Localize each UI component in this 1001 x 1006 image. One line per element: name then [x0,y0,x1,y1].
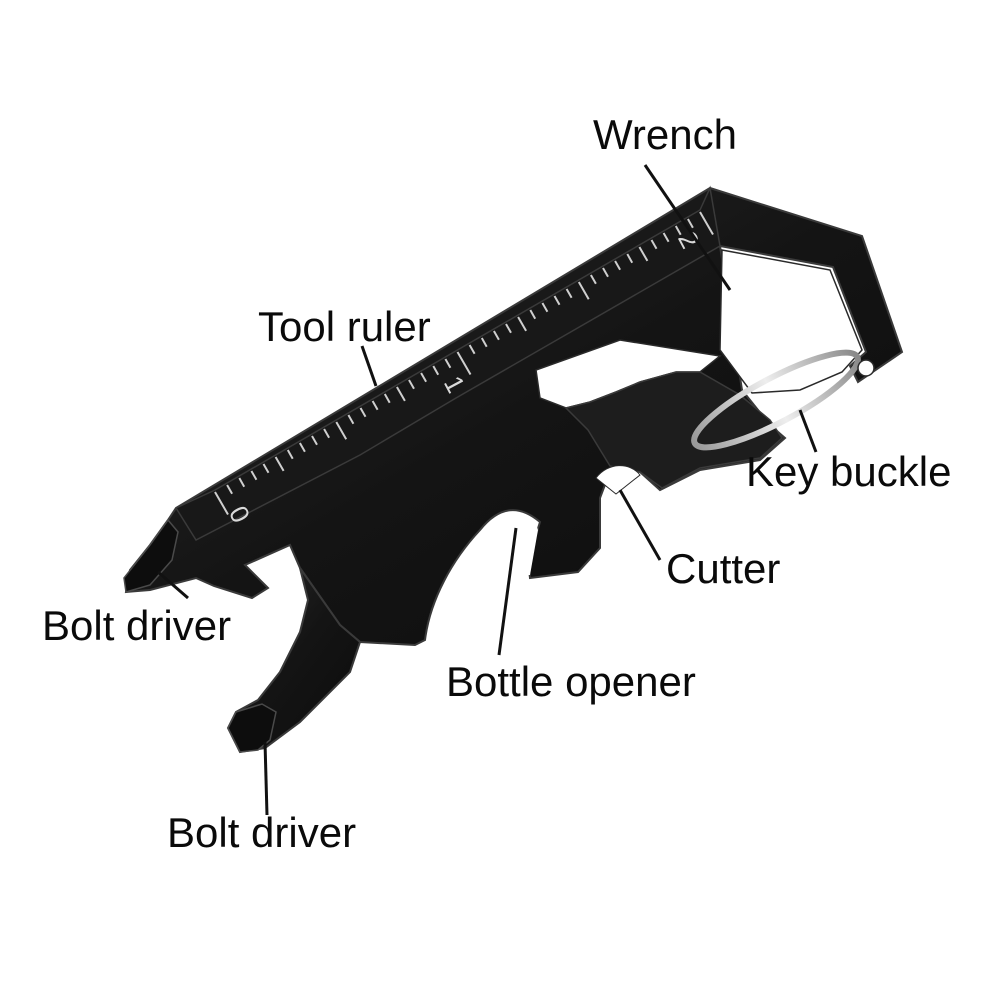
ruler-tick [699,211,714,236]
ruler-tick [650,239,658,250]
ruler-tick [408,379,415,390]
wrench-leader-line [643,164,732,291]
tool-ruler-label: Tool ruler [258,303,431,350]
key-ring [691,349,861,451]
ruler-tick [517,316,527,332]
wrench-label: Wrench [593,111,737,158]
ruler-tick [590,274,597,285]
ruler-tick [432,365,440,376]
ruler-tick [529,309,537,320]
ruler-tick [602,267,609,278]
bottle-opener-label: Bottle opener [446,658,696,705]
ruler-tick [480,337,488,348]
ruler-tick [687,218,694,229]
ruler-tick [396,386,406,402]
ruler-tick [420,372,427,383]
ruler-tick [262,463,270,474]
ring-hole [857,359,875,377]
ruler-tick [553,295,561,306]
ruler-tick [299,442,306,453]
ruler-tick [662,232,670,243]
ruler-tick [626,253,634,264]
ruler-tick [238,477,246,488]
key-buckle-label: Key buckle [746,448,952,495]
ruler-tick [456,351,472,376]
bolt-driver-bottom-label: Bolt driver [167,809,357,856]
ruler-tick [565,288,573,299]
ruler-tick [371,400,379,411]
cutter-leader-line [618,489,662,561]
bolt-driver-bottom-leader-line [263,741,269,816]
ruler-tick [541,302,549,313]
ruler-tick [638,246,649,262]
ruler-tick [226,484,233,495]
ruler-tick [250,470,258,481]
ruler-tick [323,428,330,439]
tool-ruler-leader-line [360,345,378,387]
ruler-tick [674,225,682,236]
ruler-tick [383,393,391,404]
tool-body [124,186,904,647]
ruler-tick [214,491,229,516]
cutter-label: Cutter [666,545,781,592]
ruler-tick [347,414,355,425]
cutter-notch [595,465,641,495]
ruler-tick [444,358,452,369]
bolt-driver-tip-top [123,518,179,593]
ruler-tick [505,323,512,334]
bolt-driver-tip-bottom [227,703,277,753]
ruler-tick [335,421,348,440]
ruler-ticks [214,211,714,516]
ruler-tick [286,449,294,460]
ruler-tick [359,407,367,418]
bottle-opener-leader-line [497,527,518,656]
bolt-driver-top-leader-line [157,570,189,600]
ruler-tick [311,435,318,446]
key-buckle-leader-line [798,409,818,453]
ruler-tick [614,260,621,271]
ruler-tick [468,344,476,355]
ruler-tick [274,456,285,472]
ruler-tick [577,281,590,300]
bolt-driver-top-label: Bolt driver [42,602,232,649]
ruler-tick [493,330,500,341]
